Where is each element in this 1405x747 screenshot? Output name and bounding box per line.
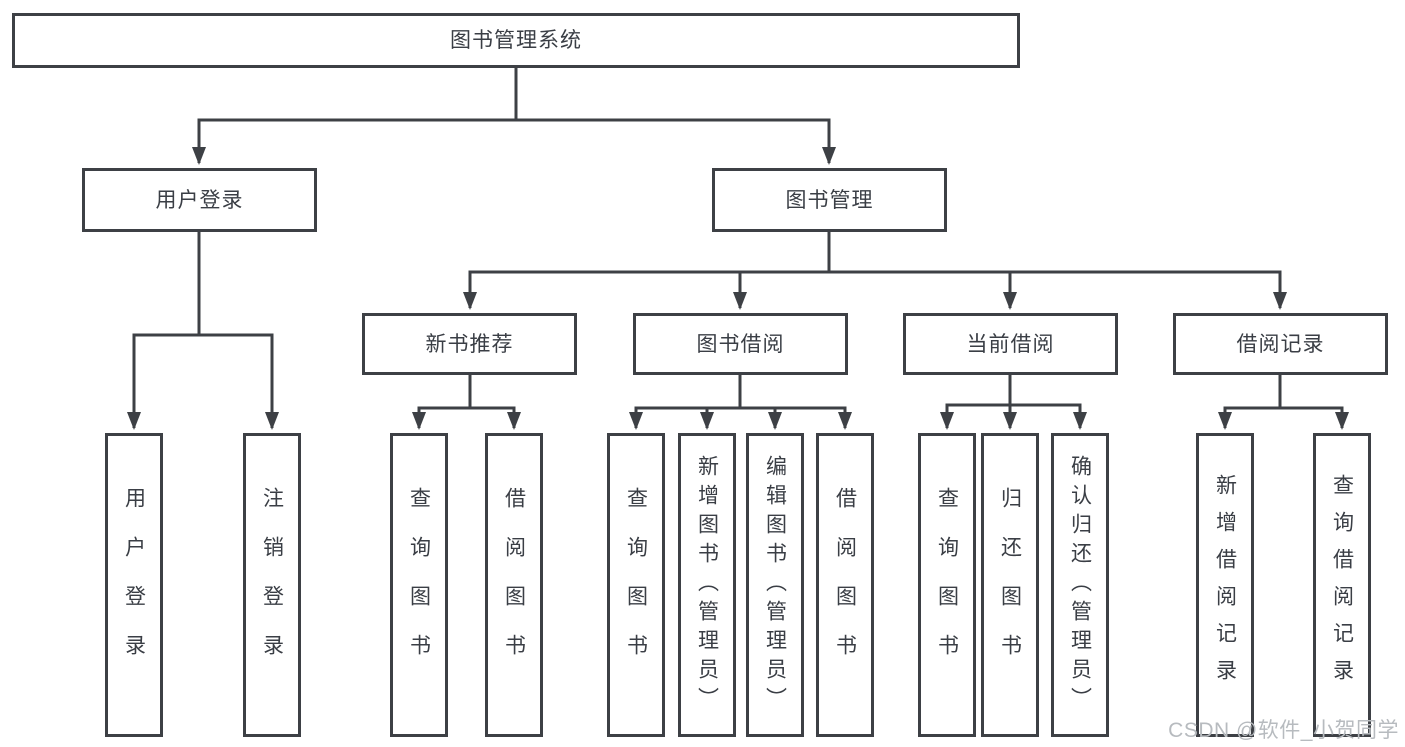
leaf-add-books-admin: 新增图书（管理员）: [678, 433, 736, 737]
leaf-user-login-label: 用户登录: [122, 487, 146, 683]
leaf-return-books: 归还图书: [981, 433, 1039, 737]
leaf-logout: 注销登录: [243, 433, 301, 737]
leaf-borrow-books-label: 借阅图书: [833, 487, 857, 683]
node-current-borrow-label: 当前借阅: [966, 332, 1055, 356]
node-book-borrow: 图书借阅: [633, 313, 848, 375]
leaf-query-books-current-label: 查询图书: [935, 487, 959, 683]
leaf-edit-books-admin-label: 编辑图书（管理员）: [763, 454, 787, 716]
node-borrow-records-label: 借阅记录: [1236, 332, 1325, 356]
node-user-login: 用户登录: [82, 168, 317, 232]
node-root-system: 图书管理系统: [12, 13, 1020, 68]
leaf-user-login: 用户登录: [105, 433, 163, 737]
node-user-login-label: 用户登录: [155, 188, 244, 212]
leaf-return-books-label: 归还图书: [998, 487, 1022, 683]
leaf-query-books-borrow-label: 查询图书: [624, 487, 648, 683]
leaf-borrow-books-recommend: 借阅图书: [485, 433, 543, 737]
leaf-query-borrow-record: 查询借阅记录: [1313, 433, 1371, 737]
leaf-query-borrow-record-label: 查询借阅记录: [1330, 474, 1354, 696]
leaf-query-books-borrow: 查询图书: [607, 433, 665, 737]
leaf-confirm-return-admin-label: 确认归还（管理员）: [1068, 454, 1092, 716]
leaf-query-books-recommend: 查询图书: [390, 433, 448, 737]
node-new-book-recommend-label: 新书推荐: [425, 332, 514, 356]
node-root-label: 图书管理系统: [450, 29, 582, 52]
node-borrow-records: 借阅记录: [1173, 313, 1388, 375]
node-new-book-recommend: 新书推荐: [362, 313, 577, 375]
node-book-management: 图书管理: [712, 168, 947, 232]
leaf-query-books-recommend-label: 查询图书: [407, 487, 431, 683]
leaf-confirm-return-admin: 确认归还（管理员）: [1051, 433, 1109, 737]
node-book-borrow-label: 图书借阅: [696, 332, 785, 356]
leaf-query-books-current: 查询图书: [918, 433, 976, 737]
node-book-management-label: 图书管理: [785, 188, 874, 212]
leaf-add-borrow-record-label: 新增借阅记录: [1213, 474, 1237, 696]
leaf-edit-books-admin: 编辑图书（管理员）: [746, 433, 804, 737]
leaf-borrow-books: 借阅图书: [816, 433, 874, 737]
node-current-borrow: 当前借阅: [903, 313, 1118, 375]
leaf-borrow-books-recommend-label: 借阅图书: [502, 487, 526, 683]
csdn-watermark: CSDN @软件_小贺同学: [1168, 719, 1399, 742]
leaf-logout-label: 注销登录: [260, 487, 284, 683]
leaf-add-books-admin-label: 新增图书（管理员）: [695, 454, 719, 716]
leaf-add-borrow-record: 新增借阅记录: [1196, 433, 1254, 737]
